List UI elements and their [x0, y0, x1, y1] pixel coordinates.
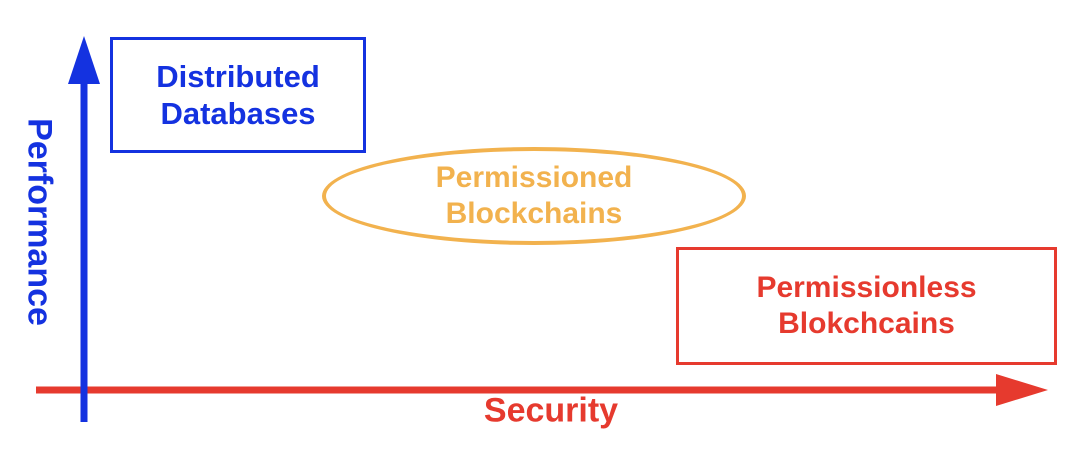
distributed-databases-box: Distributed Databases: [110, 37, 366, 153]
security-axis-label: Security: [483, 391, 619, 430]
permissioned-blockchains-line1: Permissioned: [435, 161, 633, 194]
performance-axis-arrow: [68, 36, 100, 422]
permissionless-blockchains-line1: Permissionless: [756, 271, 977, 304]
distributed-databases-line1: Distributed: [156, 58, 320, 94]
performance-axis-label: Performance: [20, 118, 59, 326]
permissioned-blockchains-line2: Blockchains: [445, 197, 623, 230]
permissioned-blockchains-ellipse: Permissioned Blockchains: [322, 147, 746, 245]
permissionless-blockchains-line2: Blokchcains: [778, 307, 955, 340]
distributed-databases-line2: Databases: [160, 96, 316, 131]
permissionless-blockchains-box: Permissionless Blokchcains: [676, 247, 1057, 365]
security-axis-arrow: [36, 374, 1048, 406]
